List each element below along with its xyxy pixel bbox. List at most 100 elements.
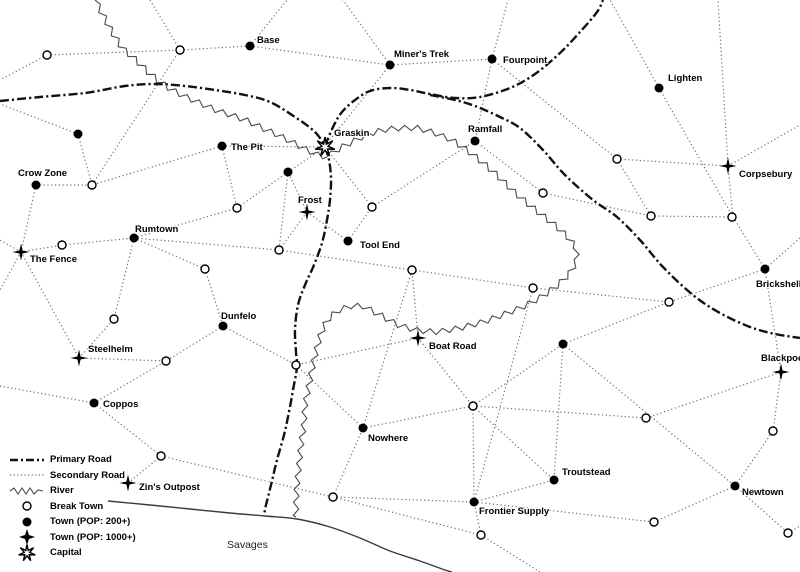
break-town-marker <box>291 360 301 370</box>
primary-road-sample-icon <box>8 456 46 464</box>
secondary-road <box>332 427 364 498</box>
town-label-newtown: Newtown <box>742 487 784 498</box>
secondary-road <box>764 237 800 270</box>
secondary-road <box>474 140 544 194</box>
secondary-road <box>347 206 373 242</box>
town-label-nowhere: Nowhere <box>368 433 408 444</box>
secondary-road <box>77 133 93 186</box>
town-label-frost: Frost <box>298 195 323 206</box>
secondary-road <box>0 239 22 253</box>
secondary-road <box>474 58 493 142</box>
secondary-road <box>46 49 181 56</box>
secondary-road <box>278 249 413 271</box>
town-label-coppos: Coppos <box>103 399 138 410</box>
region-label-savages: Savages <box>227 539 268 551</box>
break-town-marker <box>664 297 674 307</box>
secondary-road <box>249 45 391 66</box>
break-town-marker <box>87 180 97 190</box>
town-marker-brickshell <box>760 264 770 274</box>
town-label-ramfall: Ramfall <box>468 124 502 135</box>
secondary-road <box>20 184 37 253</box>
secondary-road-sample-icon <box>8 471 46 479</box>
secondary-road <box>411 269 534 289</box>
secondary-road <box>0 103 79 135</box>
break-town-marker <box>612 154 622 164</box>
legend-label: Capital <box>50 547 82 559</box>
secondary-road <box>650 215 733 218</box>
secondary-road <box>78 318 115 359</box>
town-marker-blackpool <box>772 363 790 381</box>
break-town-marker <box>538 188 548 198</box>
break-town-marker <box>42 50 52 60</box>
secondary-road <box>472 343 564 407</box>
secondary-road <box>20 251 80 359</box>
town-marker-frost <box>298 203 316 221</box>
break-town-marker <box>161 356 171 366</box>
secondary-road <box>562 301 670 345</box>
secondary-road <box>645 371 782 419</box>
secondary-road <box>417 337 474 407</box>
break-town-marker <box>649 517 659 527</box>
capital-sample-icon <box>8 543 46 563</box>
town-marker <box>73 129 83 139</box>
primary-road <box>0 82 326 147</box>
secondary-road <box>653 485 736 523</box>
town-label-frontier-supply: Frontier Supply <box>479 506 550 517</box>
town-label-crow-zone: Crow Zone <box>18 168 67 179</box>
secondary-road <box>20 244 63 253</box>
secondary-road <box>78 357 167 362</box>
break-town-marker <box>641 413 651 423</box>
town-label-troutstead: Troutstead <box>562 467 611 478</box>
secondary-road <box>668 268 766 303</box>
secondary-road <box>734 430 774 487</box>
town-label-tool-end: Tool End <box>360 240 400 251</box>
break-town-marker <box>109 314 119 324</box>
town-label-dunfelo: Dunfelo <box>221 311 257 322</box>
town-marker-newtown <box>730 481 740 491</box>
secondary-road <box>472 405 475 503</box>
break-town-marker <box>407 265 417 275</box>
town-marker-the-fence <box>12 243 30 261</box>
secondary-road <box>93 360 167 404</box>
town-marker <box>558 339 568 349</box>
town-marker-zin-s-outpost <box>119 474 137 492</box>
town-marker-the-pit <box>217 141 227 151</box>
break-town-marker <box>274 245 284 255</box>
break-town-marker <box>646 211 656 221</box>
primary-road <box>429 93 800 340</box>
secondary-road <box>772 371 782 432</box>
secondary-road <box>371 140 476 208</box>
town-marker-base <box>245 41 255 51</box>
secondary-road <box>532 287 670 303</box>
town-marker-steelhelm <box>70 349 88 367</box>
town-label-corpsebury: Corpsebury <box>739 169 793 180</box>
secondary-road <box>93 402 162 457</box>
break-town-marker <box>232 203 242 213</box>
town-label-fourpoint: Fourpoint <box>503 55 548 66</box>
secondary-road <box>295 364 364 429</box>
town-marker-dunfelo <box>218 321 228 331</box>
secondary-road <box>61 237 135 246</box>
secondary-road <box>542 192 652 217</box>
secondary-road <box>324 146 373 208</box>
break-town-marker <box>768 426 778 436</box>
town-label-boat-road: Boat Road <box>429 341 477 352</box>
secondary-road <box>236 171 289 209</box>
town-label-graskin: Graskin <box>334 128 370 139</box>
secondary-road <box>362 269 413 429</box>
town-label-brickshell: Brickshell <box>756 279 800 290</box>
secondary-road <box>717 0 729 167</box>
secondary-road <box>278 171 289 251</box>
break-town-marker <box>200 264 210 274</box>
secondary-road <box>727 124 800 167</box>
town-marker-nowhere <box>358 423 368 433</box>
secondary-road <box>734 485 789 534</box>
legend-row-river: River <box>8 483 193 499</box>
break-town-marker <box>328 492 338 502</box>
secondary-road <box>295 337 419 366</box>
legend-row-break-town: Break Town <box>8 499 193 515</box>
secondary-road <box>222 325 297 366</box>
break-town-marker <box>783 528 793 538</box>
secondary-road <box>616 158 652 217</box>
